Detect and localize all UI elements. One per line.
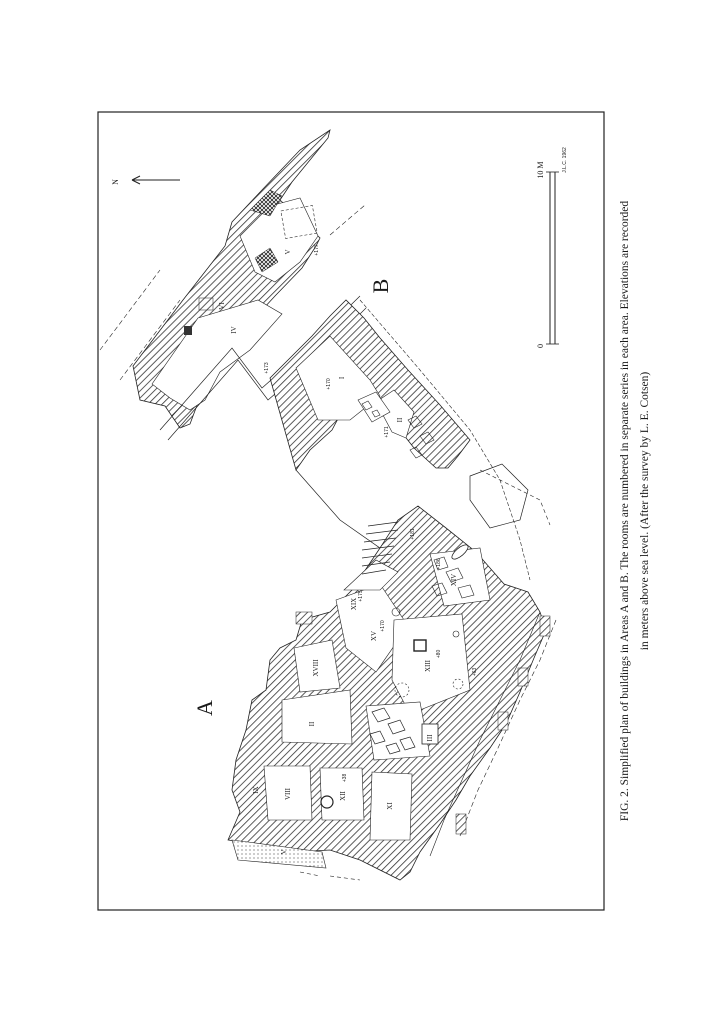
room-viii-floor: [263, 765, 313, 821]
room-label: XV: [370, 631, 378, 641]
elevation: +38: [342, 774, 348, 783]
room-xiii-pit: [413, 639, 427, 652]
area-b-label: B: [368, 279, 393, 294]
elevation: +80: [436, 650, 442, 659]
jar: [451, 544, 469, 560]
street-a-edge: [429, 611, 541, 857]
room-xviii-floor: [293, 639, 341, 693]
wall-stub-3: [497, 711, 509, 731]
post-circle-2: [452, 678, 464, 690]
wall-stub-4: [455, 813, 467, 835]
street-b-dash: [99, 204, 366, 381]
wall-stub-2: [517, 667, 529, 687]
room-label: VI: [218, 302, 226, 310]
room-labels-b: IV V VI I II XIV: [218, 249, 458, 586]
figure-frame: [97, 111, 605, 911]
room-iii-box: [421, 723, 439, 745]
room-xi-floor: [369, 771, 413, 841]
stones: [361, 400, 435, 459]
scale-zero: 0: [536, 344, 545, 348]
well-circle: [320, 795, 334, 809]
iii-stones: [369, 707, 416, 755]
elevation: +170: [326, 378, 332, 389]
elevation: +175: [358, 590, 364, 601]
room-label: II: [308, 721, 316, 726]
scale-ten: 10 M: [536, 161, 545, 178]
room-iv-floor: [151, 299, 283, 411]
room-label: IV: [230, 326, 238, 333]
room-ii-floor: [375, 389, 415, 439]
north-arrow: N: [111, 175, 180, 185]
room-label: XII: [339, 790, 347, 800]
scale-credit: J.L.C. 1962: [562, 147, 568, 173]
room-label: V: [280, 849, 288, 854]
caption: FIG. 2. Simplified plan of buildings in …: [619, 201, 651, 822]
wall-stub: [539, 615, 551, 637]
room-xix-floor: [343, 559, 399, 591]
elevation: +173: [264, 362, 270, 373]
room-label: V: [284, 249, 292, 254]
room-b-annex: [469, 463, 529, 529]
pit-outline: [280, 205, 318, 239]
caption-line-2: in meters above sea level. (After the su…: [639, 372, 651, 651]
area-b-plan: [99, 129, 551, 529]
post-circle-3: [391, 607, 401, 617]
room-xiii-floor: [391, 613, 471, 715]
crosshatched-wall-2: [254, 247, 279, 273]
scale-bar: 0 10 M J.L.C. 1962: [536, 147, 568, 348]
elevation-labels: +38 +170 +80 +63 +175 +181 +186 +170 +17…: [264, 244, 478, 782]
stone-fill: [357, 391, 391, 423]
room-label: XVIII: [312, 659, 320, 677]
post-circle: [394, 682, 410, 698]
area-labels: A B: [192, 279, 393, 716]
wall-stub-5: [295, 611, 313, 625]
stairs: [361, 521, 399, 575]
room-label: IX: [252, 786, 260, 793]
pier: [184, 326, 192, 335]
elevation: +170: [380, 620, 386, 631]
pier-2: [198, 297, 214, 311]
room-i-floor: [295, 335, 381, 421]
area-a-plan: [227, 505, 557, 881]
main-street-edge-2: [359, 299, 531, 581]
elevation: +171: [384, 426, 390, 437]
room-ii-a-floor: [281, 689, 353, 745]
north-label: N: [111, 179, 120, 185]
xiv-stones: [431, 556, 475, 599]
elevation: +181: [410, 528, 416, 539]
caption-line-1: FIG. 2. Simplified plan of buildings in …: [619, 201, 631, 822]
street-a-dash-2: [299, 871, 361, 881]
room-label: VIII: [284, 787, 292, 800]
room-label: II: [396, 417, 404, 422]
elevation: +63: [472, 668, 478, 677]
room-label: I: [338, 376, 346, 379]
room-label: XIV: [450, 574, 458, 586]
room-v-a-strip: [231, 839, 327, 869]
crosshatched-wall: [249, 189, 283, 217]
room-label: XI: [386, 802, 394, 810]
room-label: XIX: [350, 598, 358, 610]
post-circle-4: [452, 630, 460, 638]
area-a-label: A: [192, 700, 217, 716]
room-label: XIII: [424, 659, 432, 672]
elevation: +177: [314, 244, 320, 255]
elevation: +186: [436, 558, 442, 569]
room-label: III: [426, 734, 434, 742]
room-labels-a: IX VIII XII XI V II XVIII XV XIII XIX II…: [252, 598, 434, 855]
street-a-dash: [459, 619, 557, 837]
